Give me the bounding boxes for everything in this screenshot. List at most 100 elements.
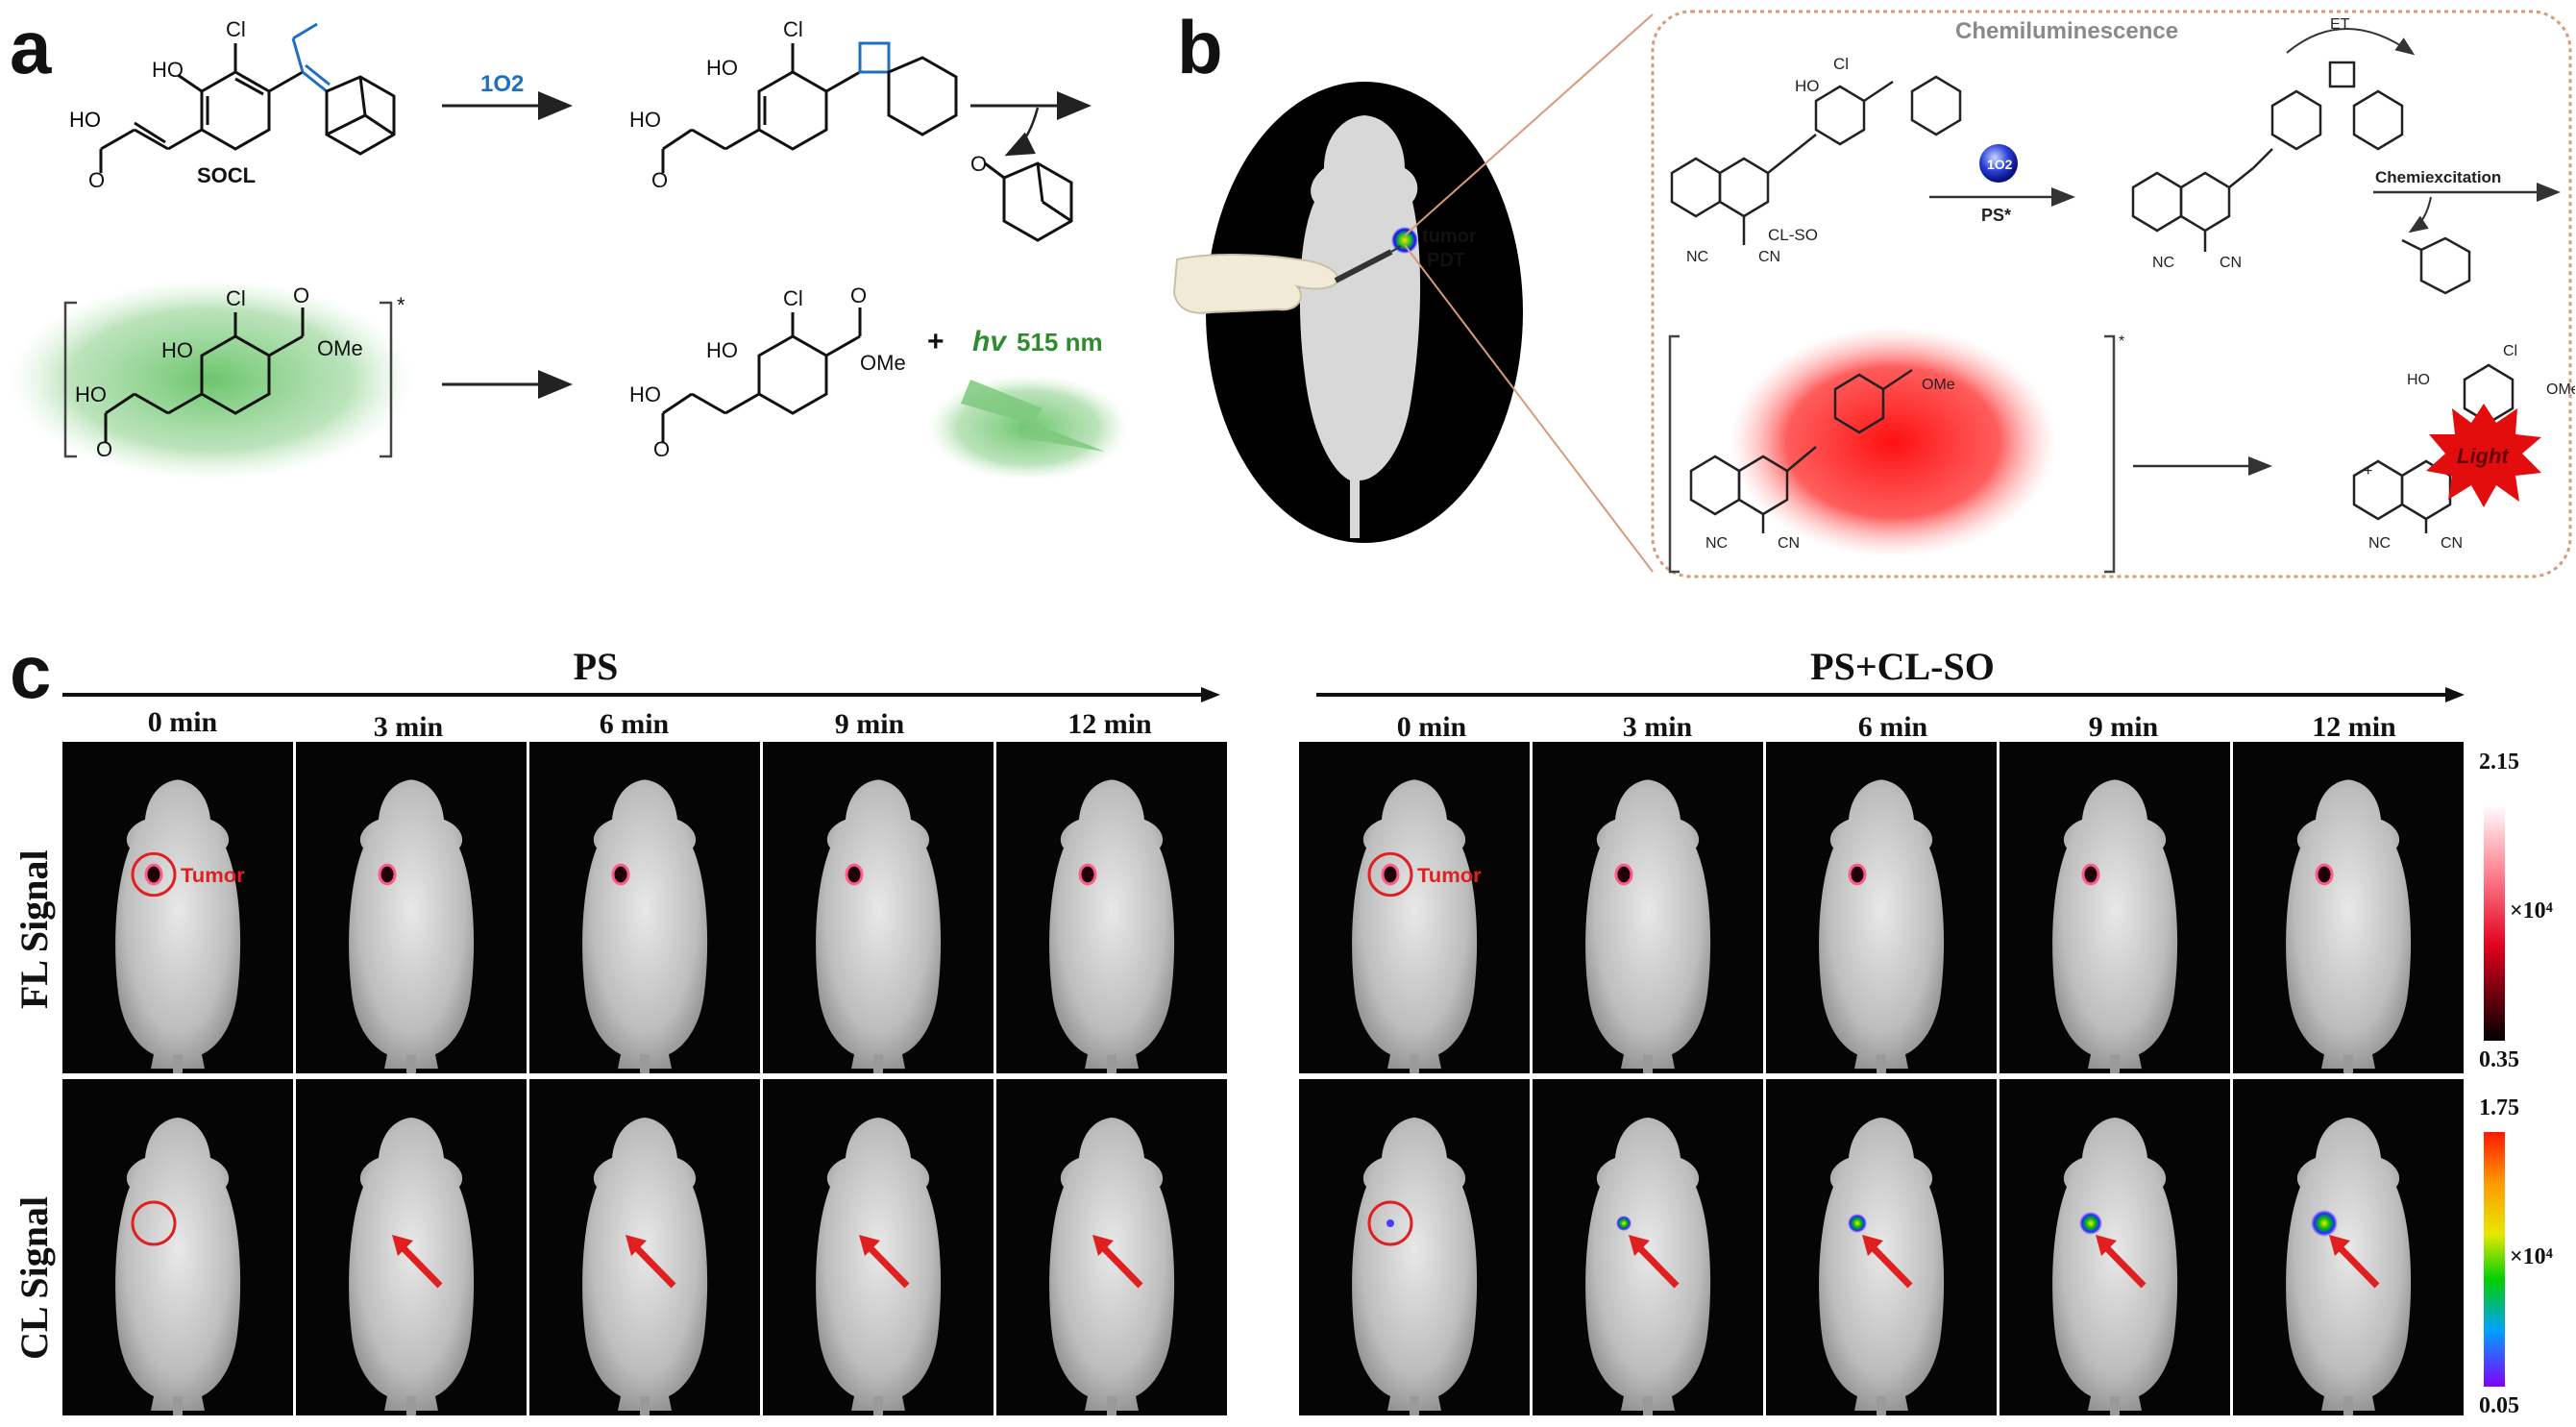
red-arrow bbox=[2334, 1242, 2380, 1289]
fl-image-ps-cl-so-0: Tumor bbox=[1299, 742, 1530, 1073]
tumor-label: tumor bbox=[1422, 226, 1477, 247]
red-arrow bbox=[630, 1242, 676, 1289]
time-label: 6 min bbox=[599, 708, 670, 740]
tumor-circle bbox=[1367, 851, 1413, 898]
cl-image-ps-4 bbox=[996, 1079, 1227, 1415]
product-ester bbox=[661, 308, 862, 442]
fl-tumor-spot bbox=[845, 863, 864, 886]
fl-image-ps-2 bbox=[529, 742, 760, 1073]
box-title: Chemiluminescence bbox=[1955, 18, 2178, 44]
cl-image-ps-cl-so-2 bbox=[1766, 1079, 1997, 1415]
socl-molecule bbox=[99, 22, 396, 173]
cl-image-ps-0 bbox=[62, 1079, 293, 1415]
group-title-ps: PS bbox=[573, 645, 619, 688]
et-label: ET bbox=[2330, 16, 2350, 33]
mouse-silhouette bbox=[115, 1118, 241, 1411]
fl-tumor-spot bbox=[144, 863, 163, 886]
svg-text:CN: CN bbox=[1758, 249, 1780, 265]
fl-tumor-spot bbox=[1848, 863, 1867, 886]
fl-image-ps-3 bbox=[763, 742, 994, 1073]
fl-image-ps-cl-so-2 bbox=[1766, 742, 1997, 1073]
fl-scale-max: 2.15 bbox=[2479, 750, 2519, 775]
pdt-label: PDT bbox=[1427, 250, 1465, 271]
tumor-circle bbox=[1367, 1200, 1413, 1246]
svg-text:OMe: OMe bbox=[317, 336, 363, 360]
mouse-silhouette bbox=[115, 779, 241, 1070]
wavelength-label: 515 nm bbox=[1017, 328, 1103, 357]
svg-text:CN: CN bbox=[1778, 535, 1800, 552]
time-label: 12 min bbox=[1067, 708, 1152, 740]
mouse-silhouette bbox=[816, 1118, 942, 1411]
mouse-silhouette bbox=[2286, 1118, 2412, 1411]
svg-text:Cl: Cl bbox=[1833, 55, 1849, 73]
green-glow bbox=[10, 279, 413, 480]
svg-text:NC: NC bbox=[1705, 535, 1728, 552]
mouse-silhouette bbox=[2286, 779, 2412, 1070]
time-label: 6 min bbox=[1857, 711, 1928, 743]
svg-text:1O2: 1O2 bbox=[1987, 157, 2013, 172]
svg-text:OMe: OMe bbox=[2546, 381, 2575, 398]
reagent-1o2-a: 1O2 bbox=[480, 71, 524, 97]
time-label: 9 min bbox=[2088, 711, 2159, 743]
fl-tumor-spot bbox=[1078, 863, 1097, 886]
row-label-cl: CL Signal bbox=[12, 1195, 56, 1360]
svg-text:+: + bbox=[927, 326, 945, 357]
group-title-ps-cl-so: PS+CL-SO bbox=[1810, 645, 1995, 688]
panel-a-letter: a bbox=[10, 5, 52, 89]
cl-image-ps-cl-so-4 bbox=[2233, 1079, 2464, 1415]
mouse-silhouette bbox=[349, 779, 475, 1070]
fl-tumor-spot bbox=[611, 863, 630, 886]
singlet-oxygen-icon bbox=[1979, 144, 2018, 183]
time-label: 0 min bbox=[147, 706, 218, 738]
fl-image-ps-cl-so-4 bbox=[2233, 742, 2464, 1073]
svg-text:HO: HO bbox=[161, 338, 193, 362]
svg-text:Cl: Cl bbox=[2503, 343, 2517, 359]
svg-text:HO: HO bbox=[629, 108, 661, 132]
dioxetane-molecule bbox=[661, 41, 958, 173]
fl-image-ps-1 bbox=[296, 742, 527, 1073]
fl-tumor-spot bbox=[2081, 863, 2100, 886]
mouse-silhouette bbox=[1819, 779, 1945, 1070]
mouse-silhouette bbox=[1352, 779, 1478, 1070]
time-label: 9 min bbox=[834, 708, 905, 740]
cl-so-molecule bbox=[1670, 75, 1962, 245]
red-arrow bbox=[1097, 1242, 1143, 1289]
svg-text:O: O bbox=[850, 283, 867, 308]
svg-text:O: O bbox=[96, 437, 112, 461]
svg-text:O: O bbox=[293, 283, 309, 308]
ps-label: PS* bbox=[1981, 206, 2011, 225]
svg-text:Cl: Cl bbox=[226, 17, 246, 41]
mouse-silhouette bbox=[1585, 1118, 1711, 1411]
cl-image-ps-cl-so-0 bbox=[1299, 1079, 1530, 1415]
time-label: 3 min bbox=[1622, 711, 1693, 743]
svg-text:*: * bbox=[397, 293, 405, 317]
cl-signal-spot bbox=[2079, 1212, 2102, 1235]
mouse-silhouette bbox=[2052, 1118, 2178, 1411]
fl-scale-min: 0.35 bbox=[2479, 1047, 2519, 1072]
svg-text:OMe: OMe bbox=[1922, 377, 1955, 393]
cl-image-ps-2 bbox=[529, 1079, 760, 1415]
red-arrow bbox=[397, 1242, 443, 1289]
cl-so-label: CL-SO bbox=[1768, 226, 1818, 244]
mouse-silhouette bbox=[1049, 779, 1175, 1070]
tumor-circle bbox=[131, 1200, 177, 1246]
svg-text:NC: NC bbox=[2368, 535, 2391, 552]
syringe-icon bbox=[1334, 249, 1393, 283]
svg-text:CN: CN bbox=[2441, 535, 2463, 552]
svg-text:HO: HO bbox=[1795, 77, 1820, 95]
svg-text:HO: HO bbox=[706, 338, 738, 362]
fl-image-ps-0: Tumor bbox=[62, 742, 293, 1073]
light-burst-icon bbox=[2426, 404, 2541, 507]
hv-label: hv bbox=[972, 326, 1008, 357]
svg-text:HO: HO bbox=[152, 58, 184, 82]
fl-tumor-spot bbox=[2315, 863, 2334, 886]
cl-scale-max: 1.75 bbox=[2479, 1095, 2519, 1120]
socl-label: SOCL bbox=[197, 163, 256, 187]
hand-icon bbox=[1172, 254, 1339, 314]
svg-text:Cl: Cl bbox=[783, 286, 803, 310]
fl-image-ps-cl-so-1 bbox=[1533, 742, 1763, 1073]
mouse-silhouette bbox=[1299, 115, 1421, 538]
mouse-silhouette bbox=[349, 1118, 475, 1411]
cl-signal-spot bbox=[1616, 1216, 1631, 1231]
svg-text:NC: NC bbox=[1686, 249, 1708, 265]
